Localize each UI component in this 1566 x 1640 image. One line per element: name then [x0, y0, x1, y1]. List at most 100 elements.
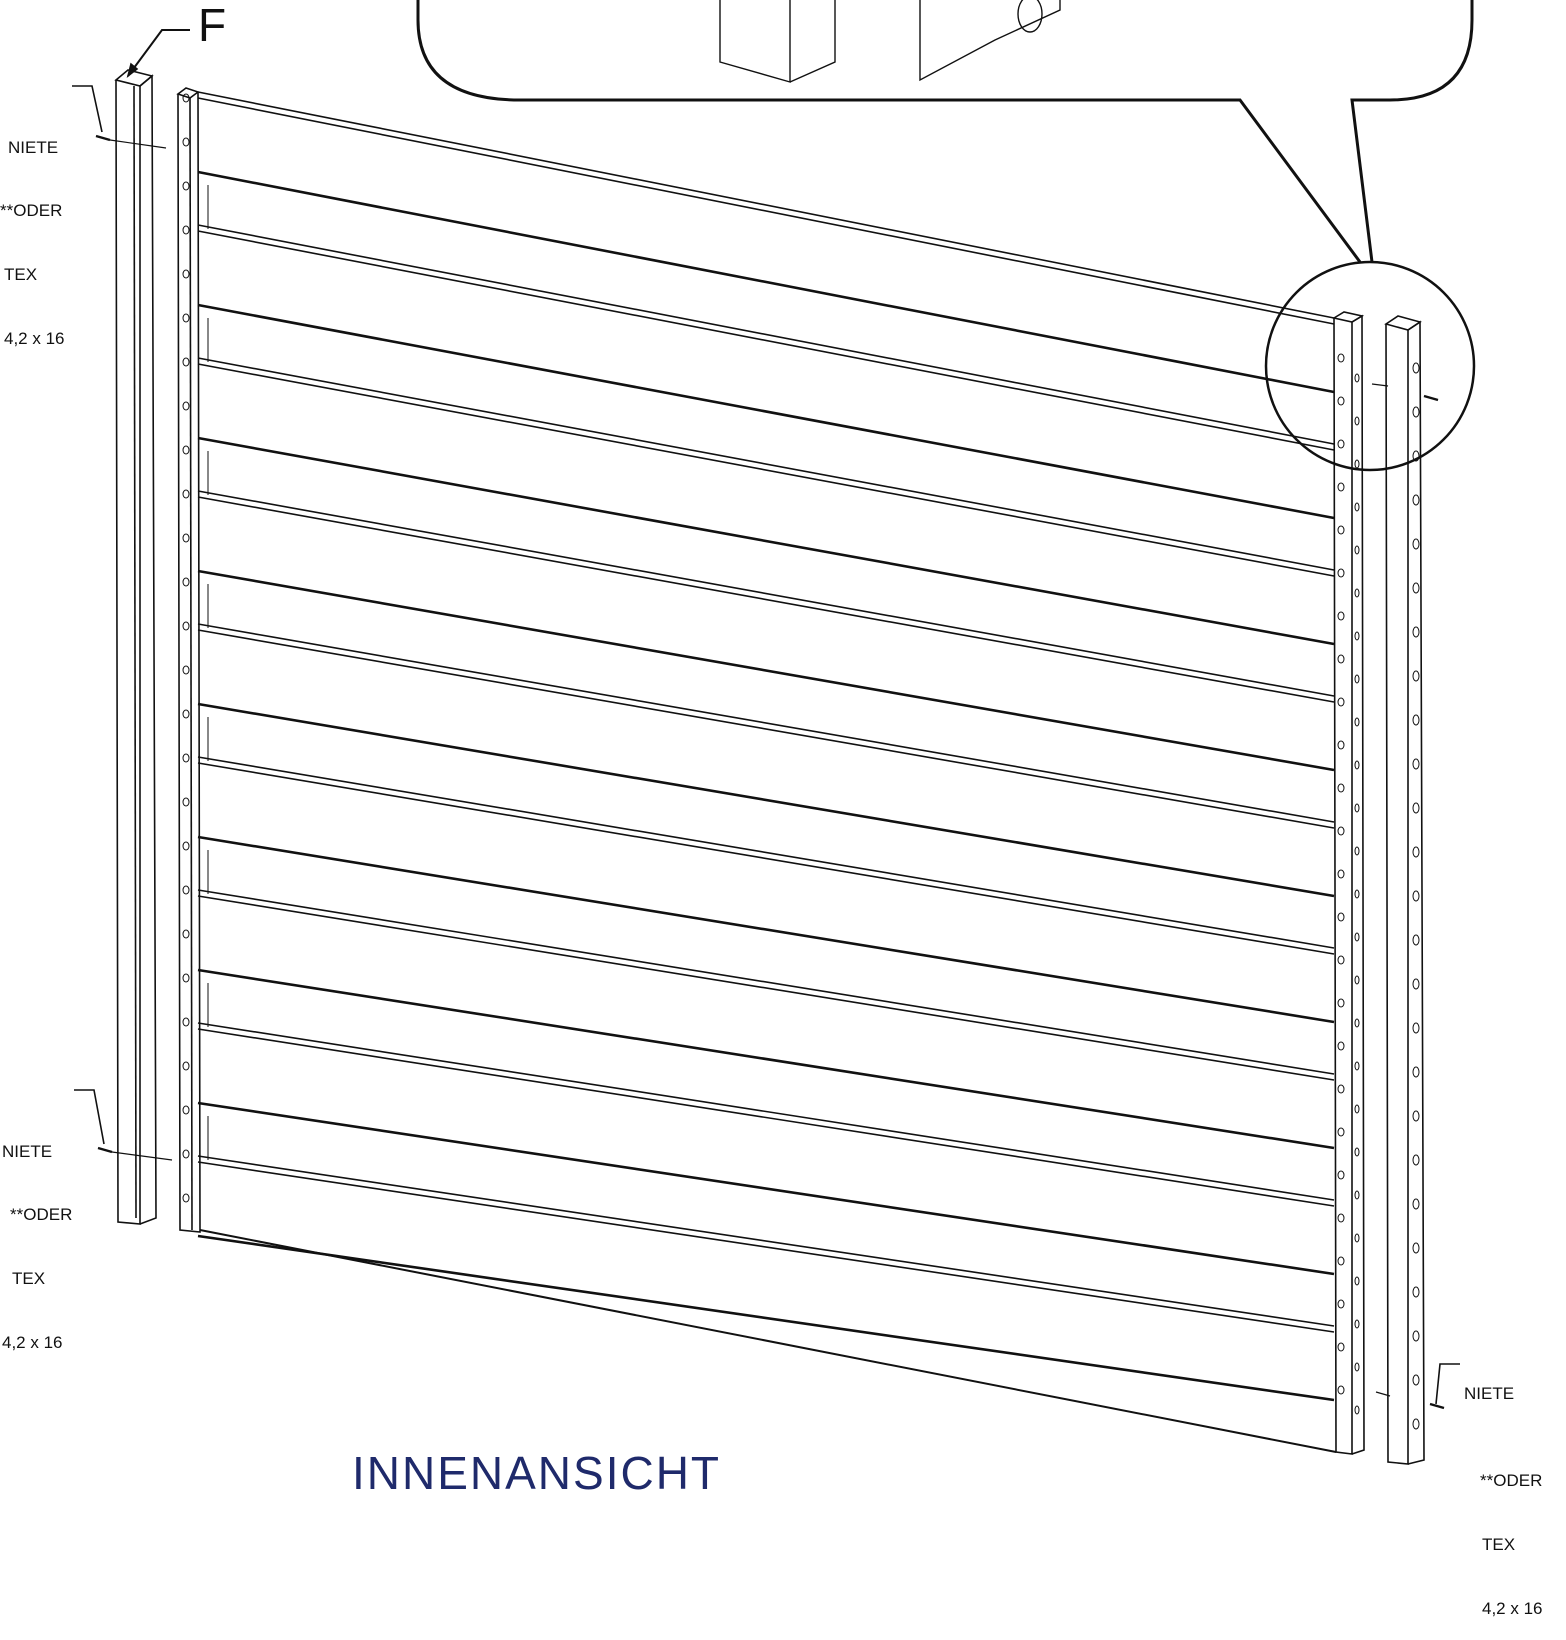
rivet-callout-bottom-left: NIETE **ODER TEX 4,2 x 16 [2, 1098, 72, 1374]
fixing-hole [1354, 760, 1360, 770]
fence-slat [197, 91, 1335, 394]
fixing-hole [1412, 714, 1420, 726]
fence-slat [197, 318, 1335, 646]
fence-slat [197, 584, 1335, 898]
fixing-hole [1337, 869, 1345, 879]
callout-line: TEX [4, 265, 38, 284]
part-letter: F [198, 0, 227, 51]
part-f-leader [127, 29, 190, 77]
fixing-hole [1354, 1233, 1360, 1243]
fixing-hole [1337, 568, 1345, 578]
fixing-hole [1412, 406, 1420, 418]
fixing-hole [1337, 1299, 1345, 1309]
left-panel-profile [176, 87, 201, 1233]
fixing-hole [1337, 1385, 1345, 1395]
callout-line: 4,2 x 16 [2, 1332, 63, 1352]
fixing-hole [1412, 890, 1420, 902]
callout-line: **ODER [1480, 1471, 1543, 1491]
fixing-hole [182, 973, 190, 983]
fixing-hole [1337, 353, 1345, 363]
fixing-hole [182, 533, 190, 543]
fixing-hole [1412, 1242, 1420, 1254]
callout-line: 4,2 x 16 [4, 328, 65, 348]
fixing-hole [1354, 717, 1360, 727]
fixing-hole [1354, 1362, 1360, 1372]
detail-circle [1264, 260, 1476, 472]
fixing-hole [1337, 1342, 1345, 1352]
fixing-hole [1412, 758, 1420, 770]
right-post [1384, 315, 1425, 1465]
fixing-hole [182, 753, 190, 763]
fixing-hole [182, 929, 190, 939]
fixing-hole [1412, 1330, 1420, 1342]
fixing-hole [1354, 846, 1360, 856]
fixing-hole [182, 1017, 190, 1027]
fixing-hole [1354, 889, 1360, 899]
fixing-hole [1354, 416, 1360, 426]
callout-line: NIETE [8, 137, 59, 157]
fixing-hole [1412, 802, 1420, 814]
fixing-hole [1337, 482, 1345, 492]
fixing-hole [1337, 1084, 1345, 1094]
callout-line: **ODER [10, 1205, 73, 1225]
detail-profile-parts [719, 0, 1061, 83]
left-post [114, 69, 157, 1225]
callout-line: TEX [12, 1269, 46, 1288]
fixing-hole [1354, 1319, 1360, 1329]
fence-slat [197, 983, 1335, 1276]
fixing-hole [1412, 582, 1420, 594]
fixing-hole [1337, 998, 1345, 1008]
fixing-hole [1337, 1127, 1345, 1137]
fixing-hole [1412, 1066, 1420, 1078]
fixing-hole [1354, 631, 1360, 641]
fixing-hole [1412, 450, 1420, 462]
view-title: INNENANSICHT [352, 1447, 722, 1499]
fence-slat [197, 1116, 1335, 1402]
fixing-hole [1412, 626, 1420, 638]
fixing-hole [1337, 955, 1345, 965]
fixing-hole [1337, 783, 1345, 793]
fixing-hole [1354, 373, 1360, 383]
callout-line: NIETE [1464, 1383, 1515, 1403]
fixing-hole [1337, 826, 1345, 836]
fixing-hole [182, 797, 190, 807]
fixing-hole [1412, 1110, 1420, 1122]
fixing-hole [1354, 502, 1360, 512]
fixing-hole [182, 269, 190, 279]
fixing-hole [182, 621, 190, 631]
fixing-hole [1412, 362, 1420, 374]
fixing-hole [182, 93, 190, 103]
callout-line: NIETE [2, 1141, 53, 1161]
fixing-hole [1412, 1374, 1420, 1386]
fixing-holes [182, 93, 1420, 1430]
fixing-hole [182, 1105, 190, 1115]
fixing-hole [1354, 1104, 1360, 1114]
fixing-hole [182, 313, 190, 323]
fixing-hole [1412, 538, 1420, 550]
fixing-hole [1337, 611, 1345, 621]
fixing-hole [1337, 1213, 1345, 1223]
fixing-hole [182, 357, 190, 367]
fixing-hole [1354, 1018, 1360, 1028]
fixing-hole [182, 225, 190, 235]
fixing-hole [1412, 1154, 1420, 1166]
callout-line: **ODER [0, 201, 63, 221]
fixing-hole [182, 181, 190, 191]
fixing-hole [182, 577, 190, 587]
fixing-hole [182, 841, 190, 851]
fixing-hole [1354, 1147, 1360, 1157]
fixing-hole [182, 445, 190, 455]
rivet-leader-top-left [72, 85, 103, 133]
fixing-hole [1412, 1022, 1420, 1034]
fixing-hole [182, 1193, 190, 1203]
fixing-hole [1337, 1170, 1345, 1180]
callout-line: TEX [1482, 1535, 1516, 1554]
fixing-hole [1337, 740, 1345, 750]
fixing-hole [1412, 978, 1420, 990]
fence-slat [197, 717, 1335, 1024]
fixing-hole [182, 489, 190, 499]
fixing-hole [1354, 932, 1360, 942]
fixing-hole [1354, 459, 1360, 469]
fence-slat [197, 185, 1335, 520]
fixing-hole [1337, 396, 1345, 406]
